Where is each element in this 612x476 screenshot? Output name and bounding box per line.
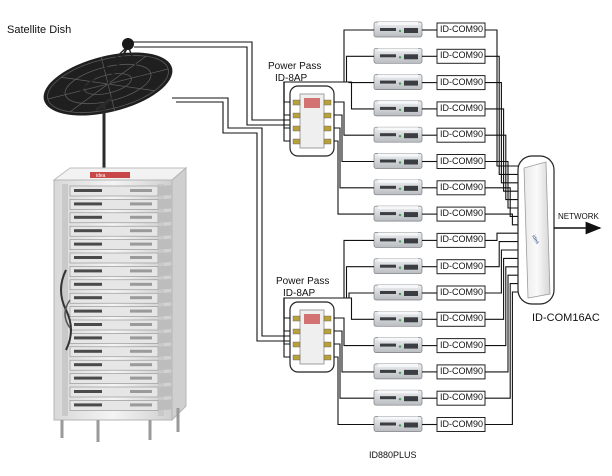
modulator-label: ID-COM90 — [440, 365, 484, 376]
modulator-label: ID-COM90 — [440, 287, 484, 297]
receiver-box — [373, 179, 423, 196]
receiver-box — [373, 126, 423, 143]
channel-row — [283, 81, 522, 192]
modulator-label: ID-COM90 — [440, 181, 484, 192]
channel-row — [334, 291, 522, 432]
modulator-label: ID-COM90 — [440, 24, 484, 34]
satellite-dish-label: Satellite Dish — [7, 24, 72, 36]
modulator-label: ID-COM90 — [440, 392, 484, 403]
receiver-box — [373, 153, 423, 169]
channel-row — [283, 74, 522, 184]
receiver-box — [373, 205, 423, 222]
channel-row — [334, 127, 522, 217]
modulator-label: ID-COM90 — [440, 155, 484, 166]
receiver-box — [373, 100, 423, 117]
equipment-rack-illustration: idea — [52, 166, 188, 442]
channel-row — [283, 232, 522, 319]
modulator-label: ID-COM90 — [440, 234, 484, 245]
receiver-box — [373, 337, 423, 353]
modulator-label: ID-COM90 — [440, 129, 484, 140]
receiver-model-label: ID880PLUS — [369, 450, 417, 460]
modulator-label: ID-COM90 — [440, 76, 484, 87]
svg-text:idea: idea — [530, 234, 540, 245]
network-label: NETWORK — [558, 212, 599, 221]
receiver-box — [373, 74, 423, 90]
modulator-label: ID-COM90 — [440, 313, 484, 324]
dish-wire-3 — [172, 97, 292, 337]
dish-wire-2 — [134, 46, 292, 126]
receiver-box — [373, 258, 423, 275]
receiver-box — [373, 416, 423, 432]
power-pass-top-model: ID-8AP — [275, 73, 308, 84]
power-pass-unit-bottom — [289, 301, 335, 373]
power-pass-top-title: Power Pass — [268, 61, 322, 72]
channel-row — [283, 249, 522, 345]
channel-row — [334, 283, 522, 406]
modulator-label: ID-COM90 — [440, 260, 484, 271]
receiver-box — [373, 21, 423, 38]
combiner-unit: idea — [517, 155, 555, 305]
power-pass-bottom-model: ID-8AP — [283, 288, 316, 299]
channel-row — [334, 114, 522, 209]
channel-row — [334, 101, 522, 201]
dish-wire-4 — [176, 101, 292, 342]
receiver-box — [373, 389, 423, 406]
modulator-label: ID-COM90 — [440, 50, 484, 61]
channel-row — [334, 140, 522, 226]
satellite-dish-illustration — [43, 38, 173, 168]
rack-brand-label: idea — [96, 173, 106, 179]
channel-row — [283, 241, 522, 332]
receiver-box — [373, 232, 423, 248]
channel-row — [283, 257, 522, 358]
receiver-box — [373, 47, 423, 64]
receiver-box — [373, 363, 423, 380]
signal-wires — [130, 41, 292, 342]
dish-wire-1 — [130, 41, 292, 121]
power-pass-unit-top — [289, 85, 335, 157]
modulator-label: ID-COM90 — [440, 339, 484, 350]
modulator-label: ID-COM90 — [440, 208, 484, 219]
channel-row — [334, 274, 522, 380]
modulator-label: ID-COM90 — [440, 102, 484, 113]
channel-row — [283, 47, 522, 175]
receiver-box — [373, 284, 423, 301]
channel-rows — [283, 21, 522, 432]
receiver-box — [373, 310, 423, 327]
combiner-label: ID-COM16AC — [532, 312, 600, 324]
power-pass-bottom-title: Power Pass — [276, 276, 330, 287]
channel-row — [334, 266, 522, 354]
modulator-label: ID-COM90 — [440, 418, 484, 429]
